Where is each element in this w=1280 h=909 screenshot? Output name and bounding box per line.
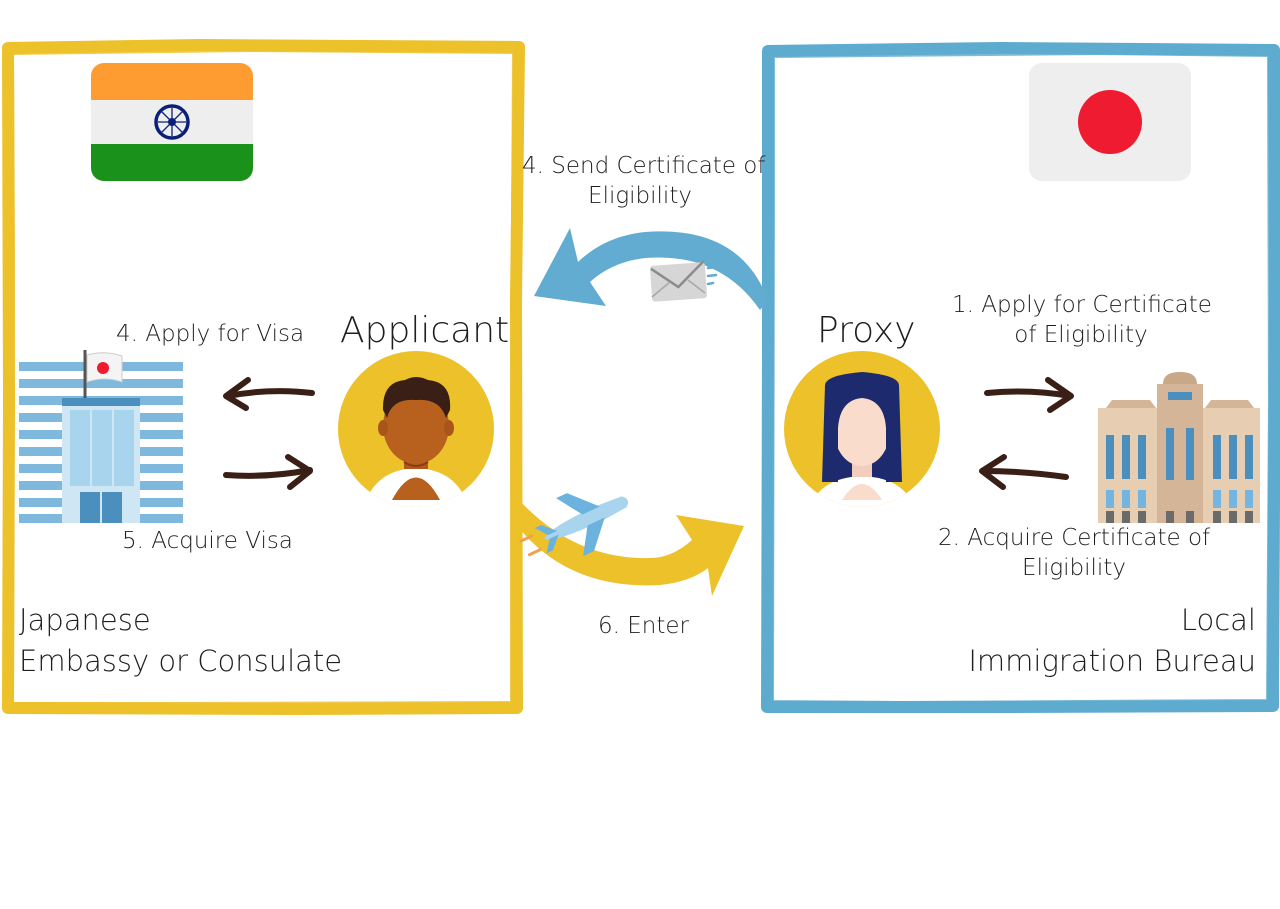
embassy-building-icon: [19, 350, 183, 523]
india-flag-icon: [91, 63, 253, 181]
arrow-apply-visa: [223, 377, 315, 411]
applicant-label: Applicant: [340, 310, 510, 351]
embassy-title-line1: Japanese: [19, 603, 151, 637]
bureau-title-line2: Immigration Bureau: [968, 644, 1256, 679]
arrow-acquire-visa: [223, 454, 313, 490]
acquire-coe-line2: Eligibility: [1022, 554, 1126, 581]
airplane-icon: [519, 493, 629, 557]
bureau-title: Local Immigration Bureau: [968, 600, 1256, 682]
enter-label: 6. Enter: [598, 613, 689, 639]
arrow-apply-coe: [984, 377, 1074, 413]
bureau-title-line1: Local: [1180, 603, 1256, 637]
right-box-border: [761, 42, 1280, 713]
arrow-enter: [519, 500, 744, 596]
acquire-coe-line1: 2. Acquire Certificate of: [938, 525, 1211, 551]
envelope-icon: [650, 260, 718, 302]
apply-coe-label: 1. Apply for Certificate of Eligibility: [952, 291, 1212, 351]
apply-coe-line2: of Eligibility: [1014, 321, 1148, 348]
send-coe-line1: 4. Send Certificate of: [522, 153, 766, 179]
embassy-title: Japanese Embassy or Consulate: [19, 600, 342, 682]
acquire-coe-label: 2. Acquire Certificate of Eligibility: [938, 524, 1210, 584]
send-coe-label: 4. Send Certificate of Eligibility: [522, 152, 766, 212]
apply-coe-line1: 1. Apply for Certificate: [952, 292, 1212, 318]
arrow-send-coe: [534, 228, 768, 310]
proxy-label: Proxy: [817, 310, 916, 351]
arrow-acquire-coe: [979, 454, 1069, 490]
send-coe-line2: Eligibility: [588, 182, 692, 209]
embassy-title-line2: Embassy or Consulate: [19, 644, 343, 679]
left-box-border: [2, 39, 525, 715]
applicant-avatar-icon: [338, 351, 494, 507]
immigration-building-icon: [1098, 372, 1260, 523]
proxy-avatar-icon: [784, 351, 940, 507]
acquire-visa-label: 5. Acquire Visa: [122, 528, 293, 554]
apply-visa-label: 4. Apply for Visa: [116, 321, 305, 347]
japan-flag-icon: [1029, 63, 1191, 181]
